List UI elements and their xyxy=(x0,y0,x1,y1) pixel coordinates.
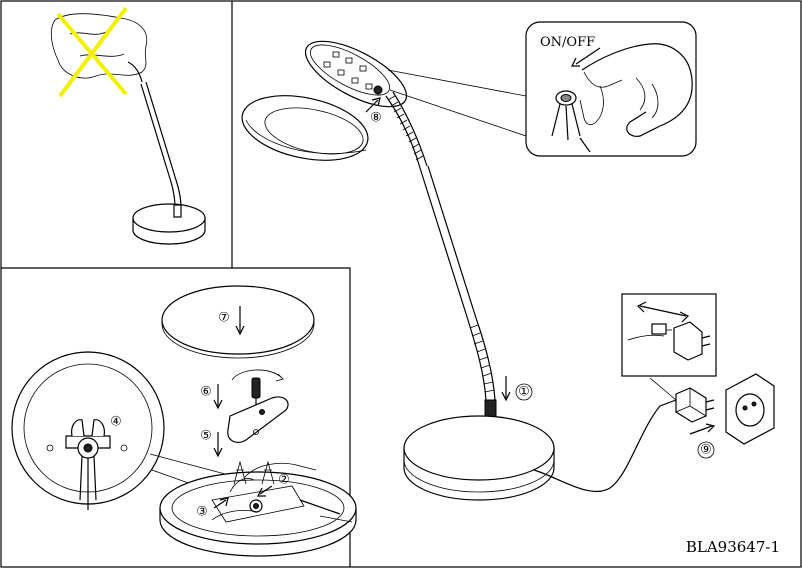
arrow-icon xyxy=(235,306,245,336)
arrow-icon xyxy=(689,423,716,435)
lamp-head xyxy=(304,40,408,108)
step3-marker: ③ xyxy=(196,505,208,520)
panel-no-shade xyxy=(50,6,206,245)
step9-marker: ⑨ xyxy=(700,443,712,458)
step4-marker: ④ xyxy=(110,415,122,430)
arrow-icon xyxy=(257,485,273,497)
step6-marker: ⑥ xyxy=(200,385,212,400)
gooseneck-upper xyxy=(385,91,428,169)
arrow-icon xyxy=(213,497,229,509)
lamp-pole xyxy=(419,165,477,321)
hand-sketch-lower xyxy=(243,462,317,479)
hand-sketch xyxy=(581,43,693,137)
model-code: BLA93647-1 xyxy=(686,538,780,556)
switch-callout: ON/OFF xyxy=(387,21,697,157)
arrow-icon xyxy=(365,97,381,113)
power-section: ⑨ xyxy=(533,293,775,493)
arrow-icon xyxy=(213,384,223,410)
cover-plate xyxy=(161,285,315,359)
step1-circle xyxy=(515,383,533,401)
switch-label: ON/OFF xyxy=(540,35,595,50)
bracket-plate xyxy=(227,396,289,443)
lamp-shade xyxy=(241,95,369,161)
open-base xyxy=(159,460,357,557)
arrow-icon xyxy=(501,376,511,402)
arrow-icon xyxy=(571,47,601,67)
wall-socket-icon xyxy=(725,373,775,445)
flex-neck xyxy=(127,61,143,83)
main-lamp: ① ⑧ xyxy=(241,40,555,501)
lamp-base xyxy=(403,415,555,501)
step2-marker: ② xyxy=(278,473,290,488)
step1-marker: ① xyxy=(518,385,530,400)
step7-marker: ⑦ xyxy=(218,311,230,326)
step8-marker: ⑧ xyxy=(370,111,382,126)
arrow-icon xyxy=(213,432,223,458)
lamp-base-small xyxy=(132,203,206,245)
power-cord xyxy=(533,399,677,493)
cross-out-icon xyxy=(56,6,128,98)
plug-icon xyxy=(675,387,715,423)
exploded-assembly: ⑦ ⑥ ⑤ xyxy=(159,285,357,557)
step5-marker: ⑤ xyxy=(200,429,212,444)
step9-circle xyxy=(697,441,715,459)
arrow-icon xyxy=(636,301,690,323)
